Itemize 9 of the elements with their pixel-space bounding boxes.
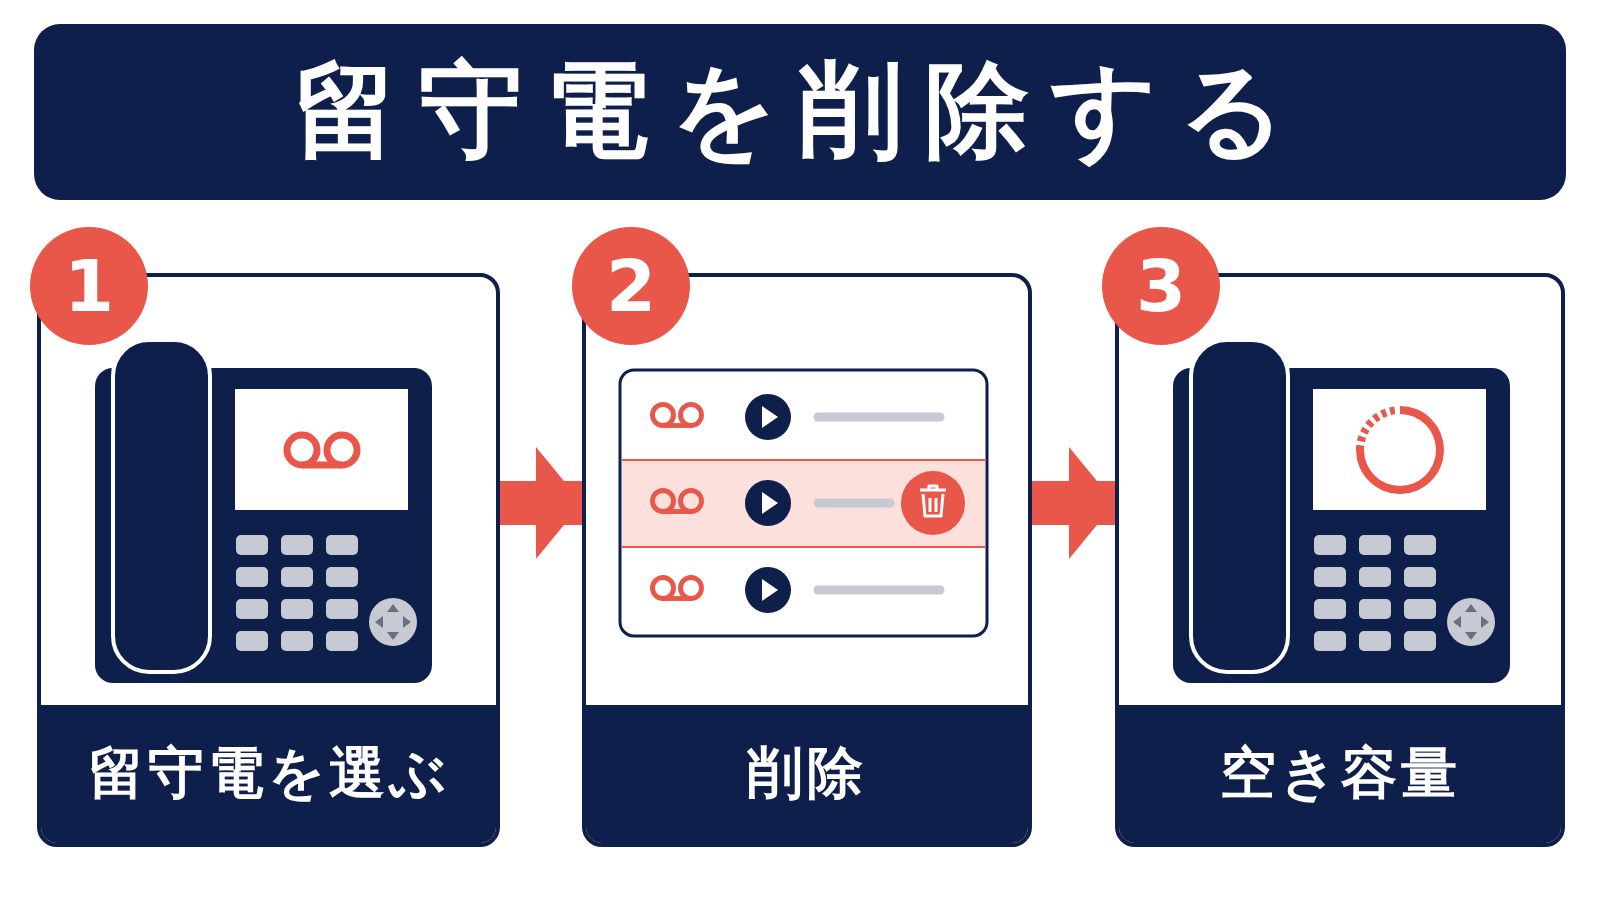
arrow <box>500 447 582 559</box>
step-number-badge: 2 <box>572 227 690 345</box>
step-number-badge: 3 <box>1102 227 1220 345</box>
arrow <box>1032 447 1115 559</box>
title-text: 留守電を削除する <box>293 48 1307 173</box>
step-number-badge: 1 <box>30 227 148 345</box>
step-caption: 削除 <box>747 739 867 807</box>
step-caption: 留守電を選ぶ <box>87 739 450 807</box>
step-caption: 空き容量 <box>1219 739 1461 807</box>
